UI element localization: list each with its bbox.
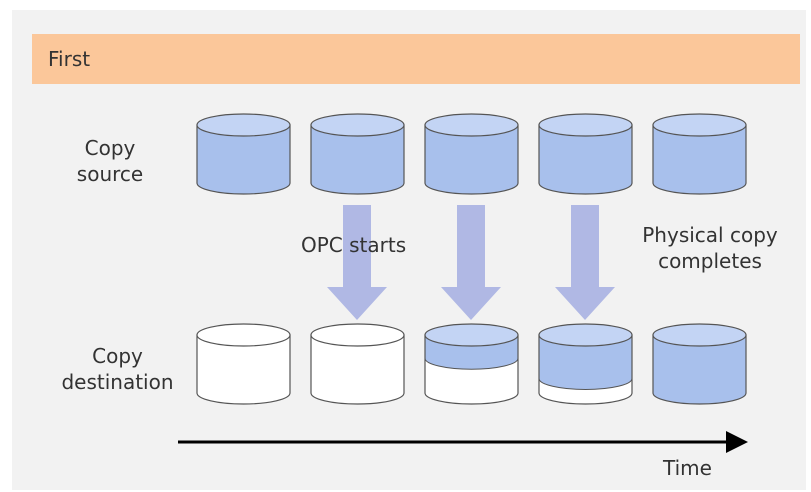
copy-destination-label: Copy destination [55, 343, 180, 395]
time-label: Time [663, 456, 712, 480]
opc-starts-label: OPC starts [301, 233, 407, 257]
destination-disk-outline [310, 335, 405, 405]
copy-arrow-1 [327, 205, 387, 320]
copy-arrow-3 [555, 205, 615, 320]
copy-source-label: Copy source [55, 135, 165, 187]
destination-disk-outline [538, 335, 633, 405]
source-disk-fill [539, 125, 632, 194]
source-disk-5 [652, 113, 747, 195]
destination-disk-body [197, 335, 290, 404]
copy-destination-label-line1: Copy [92, 344, 143, 368]
destination-disk-fill [653, 335, 746, 404]
destination-disk-fill [539, 335, 632, 390]
copy-source-label-line1: Copy [84, 136, 136, 160]
physical-copy-label-line2: completes [658, 249, 762, 273]
source-disk-outline [538, 125, 633, 195]
physical-copy-label-line1: Physical copy [642, 223, 778, 247]
destination-disk-outline [196, 335, 291, 405]
source-disk-top [424, 113, 519, 137]
source-disk-outline [310, 125, 405, 195]
destination-disk-3 [424, 323, 519, 405]
source-disk-fill [653, 125, 746, 194]
destination-disk-5 [652, 323, 747, 405]
destination-disk-top [652, 323, 747, 347]
destination-disk-fill-line [538, 378, 633, 390]
destination-disk-top [196, 323, 291, 347]
source-disk-outline [196, 125, 291, 195]
source-disk-top [652, 113, 747, 137]
destination-disk-1 [196, 323, 291, 405]
destination-disk-fill-line [424, 358, 519, 370]
diagram-panel [12, 10, 806, 490]
destination-disk-top [310, 323, 405, 347]
source-disk-top [310, 113, 405, 137]
destination-disk-top [424, 323, 519, 347]
header-title: First [48, 47, 91, 71]
copy-arrows [327, 205, 615, 320]
destination-disk-top [538, 323, 633, 347]
destination-disk-4 [538, 323, 633, 405]
destination-disk-outline [424, 335, 519, 405]
destination-disk-outline [652, 335, 747, 405]
physical-copy-label: Physical copy completes [625, 222, 795, 274]
source-disk-fill [311, 125, 404, 194]
source-disk-1 [196, 113, 291, 195]
copy-destination-disks [196, 323, 747, 405]
destination-disk-body [311, 335, 404, 404]
source-disk-4 [538, 113, 633, 195]
source-disk-outline [652, 125, 747, 195]
source-disk-top [538, 113, 633, 137]
copy-arrow-2 [441, 205, 501, 320]
source-disk-outline [424, 125, 519, 195]
time-arrow [178, 431, 748, 453]
destination-disk-2 [310, 323, 405, 405]
header-bar [32, 34, 800, 84]
copy-source-disks [196, 113, 747, 195]
source-disk-top [196, 113, 291, 137]
copy-destination-label-line2: destination [61, 370, 174, 394]
source-disk-fill [425, 125, 518, 194]
source-disk-3 [424, 113, 519, 195]
source-disk-fill [197, 125, 290, 194]
copy-source-label-line2: source [76, 162, 144, 186]
source-disk-2 [310, 113, 405, 195]
time-arrow-head [726, 431, 748, 453]
